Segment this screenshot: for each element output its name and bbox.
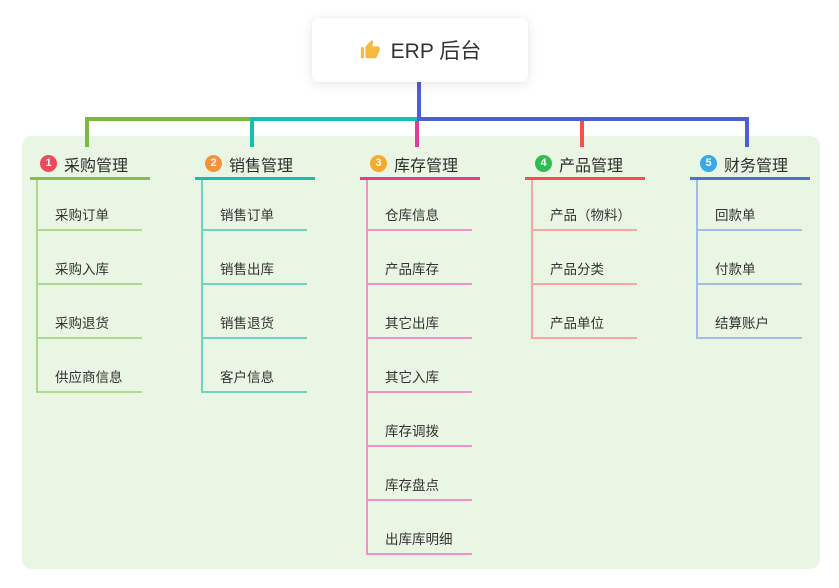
child-node[interactable]: 采购入库 [38,231,146,285]
child-label: 销售订单 [203,204,307,231]
child-node[interactable]: 出库库明细 [368,501,476,555]
child-node[interactable]: 仓库信息 [368,177,476,231]
connector-drop-4 [580,117,584,147]
connector-drop-1 [85,117,89,147]
thumbs-up-icon [359,39,381,61]
branch-title: 销售管理 [229,157,294,175]
connector-h-2 [252,117,421,121]
children-group: 仓库信息 产品库存 其它出库 其它入库 库存调拨 库存盘点 出库库明细 [366,177,476,555]
child-label: 销售出库 [203,258,307,285]
children-group: 销售订单 销售出库 销售退货 客户信息 [201,177,311,393]
child-node[interactable]: 产品库存 [368,231,476,285]
child-node[interactable]: 付款单 [698,231,806,285]
branch-node-2[interactable]: 2 销售管理 [195,150,315,180]
children-group: 回款单 付款单 结算账户 [696,177,806,339]
branch-title: 采购管理 [64,157,129,175]
child-label: 产品单位 [533,312,637,339]
child-label: 付款单 [698,258,802,285]
child-node[interactable]: 销售退货 [203,285,311,339]
child-label: 销售退货 [203,312,307,339]
child-label: 仓库信息 [368,204,472,231]
child-node[interactable]: 销售订单 [203,177,311,231]
child-node[interactable]: 产品单位 [533,285,641,339]
child-node[interactable]: 客户信息 [203,339,311,393]
connector-drop-3 [415,117,419,147]
mindmap-panel [22,136,820,569]
child-label: 产品（物料） [533,204,637,231]
child-label: 采购退货 [38,312,142,339]
root-node[interactable]: ERP 后台 [312,18,528,82]
child-node[interactable]: 产品分类 [533,231,641,285]
child-node[interactable]: 供应商信息 [38,339,146,393]
child-label: 产品库存 [368,258,472,285]
child-node[interactable]: 销售出库 [203,231,311,285]
child-label: 采购入库 [38,258,142,285]
child-label: 库存盘点 [368,474,472,501]
branch-number-badge: 5 [700,155,717,172]
child-label: 其它入库 [368,366,472,393]
connector-drop-2 [250,117,254,147]
branch-number-badge: 4 [535,155,552,172]
child-label: 采购订单 [38,204,142,231]
root-title: ERP 后台 [390,40,482,63]
child-label: 产品分类 [533,258,637,285]
child-label: 结算账户 [698,312,802,339]
child-node[interactable]: 库存盘点 [368,447,476,501]
child-label: 出库库明细 [368,528,472,555]
branch-title: 财务管理 [724,157,789,175]
child-label: 库存调拨 [368,420,472,447]
child-node[interactable]: 回款单 [698,177,806,231]
child-label: 供应商信息 [38,366,142,393]
children-group: 采购订单 采购入库 采购退货 供应商信息 [36,177,146,393]
branch-number-badge: 2 [205,155,222,172]
child-node[interactable]: 采购订单 [38,177,146,231]
branch-node-3[interactable]: 3 库存管理 [360,150,480,180]
branch-title: 产品管理 [559,157,624,175]
branch-title: 库存管理 [394,157,459,175]
child-label: 客户信息 [203,366,307,393]
child-node[interactable]: 其它入库 [368,339,476,393]
branch-node-5[interactable]: 5 财务管理 [690,150,810,180]
child-label: 回款单 [698,204,802,231]
child-node[interactable]: 采购退货 [38,285,146,339]
branch-node-1[interactable]: 1 采购管理 [30,150,150,180]
branch-number-badge: 1 [40,155,57,172]
branch-node-4[interactable]: 4 产品管理 [525,150,645,180]
child-label: 其它出库 [368,312,472,339]
branch-number-badge: 3 [370,155,387,172]
child-node[interactable]: 库存调拨 [368,393,476,447]
child-node[interactable]: 其它出库 [368,285,476,339]
connector-h-5 [419,117,749,121]
child-node[interactable]: 产品（物料） [533,177,641,231]
connector-trunk [417,82,421,121]
connector-drop-5 [745,117,749,147]
children-group: 产品（物料） 产品分类 产品单位 [531,177,641,339]
child-node[interactable]: 结算账户 [698,285,806,339]
